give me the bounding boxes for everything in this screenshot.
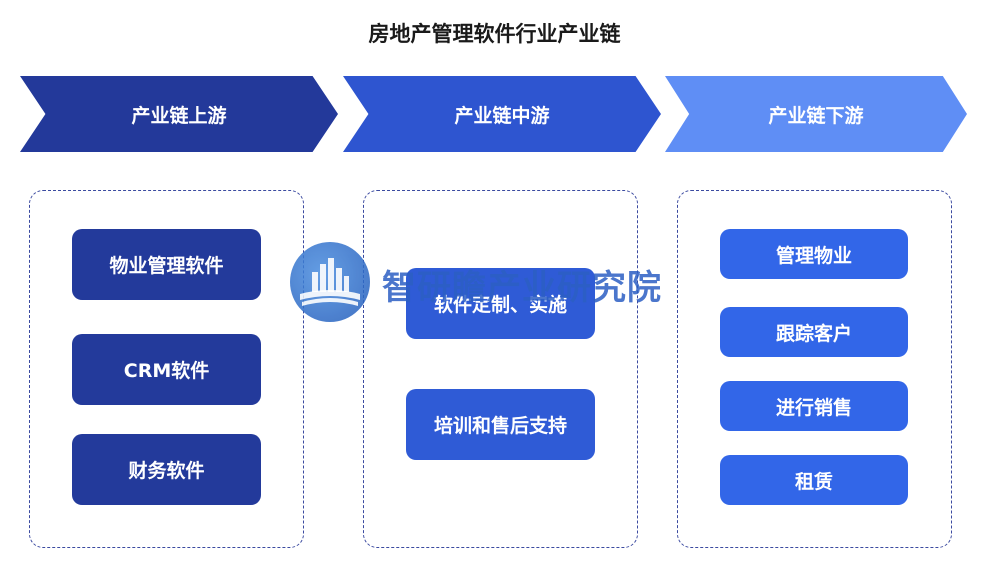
midstream-item-1: 软件定制、实施 (406, 268, 595, 339)
upstream-item-1-label: 物业管理软件 (109, 255, 224, 277)
downstream-item-3-label: 进行销售 (775, 396, 852, 419)
downstream-item-4-label: 租赁 (794, 470, 833, 493)
stage-arrow-downstream: 产业链下游 (665, 76, 967, 152)
downstream-item-1-label: 管理物业 (775, 244, 852, 267)
upstream-item-2-label: CRM软件 (123, 360, 210, 382)
midstream-item-2-label: 培训和售后支持 (433, 415, 567, 437)
upstream-item-1: 物业管理软件 (72, 229, 261, 300)
upstream-panel (29, 190, 304, 548)
stage-arrow-upstream: 产业链上游 (20, 76, 338, 152)
downstream-panel (677, 190, 952, 548)
midstream-item-1-label: 软件定制、实施 (433, 294, 567, 316)
diagram-title: 房地产管理软件行业产业链 (368, 22, 621, 46)
upstream-item-3-label: 财务软件 (128, 460, 205, 482)
downstream-item-2: 跟踪客户 (720, 307, 908, 357)
downstream-item-2-label: 跟踪客户 (775, 322, 852, 345)
upstream-item-3: 财务软件 (72, 434, 261, 505)
downstream-item-3: 进行销售 (720, 381, 908, 431)
downstream-item-4: 租赁 (720, 455, 908, 505)
midstream-panel (363, 190, 638, 548)
stage-label-upstream: 产业链上游 (131, 104, 227, 127)
downstream-item-1: 管理物业 (720, 229, 908, 279)
stage-label-downstream: 产业链下游 (768, 104, 864, 127)
stage-arrow-midstream: 产业链中游 (343, 76, 661, 152)
midstream-item-2: 培训和售后支持 (406, 389, 595, 460)
upstream-item-2: CRM软件 (72, 334, 261, 405)
stage-label-midstream: 产业链中游 (454, 104, 550, 127)
